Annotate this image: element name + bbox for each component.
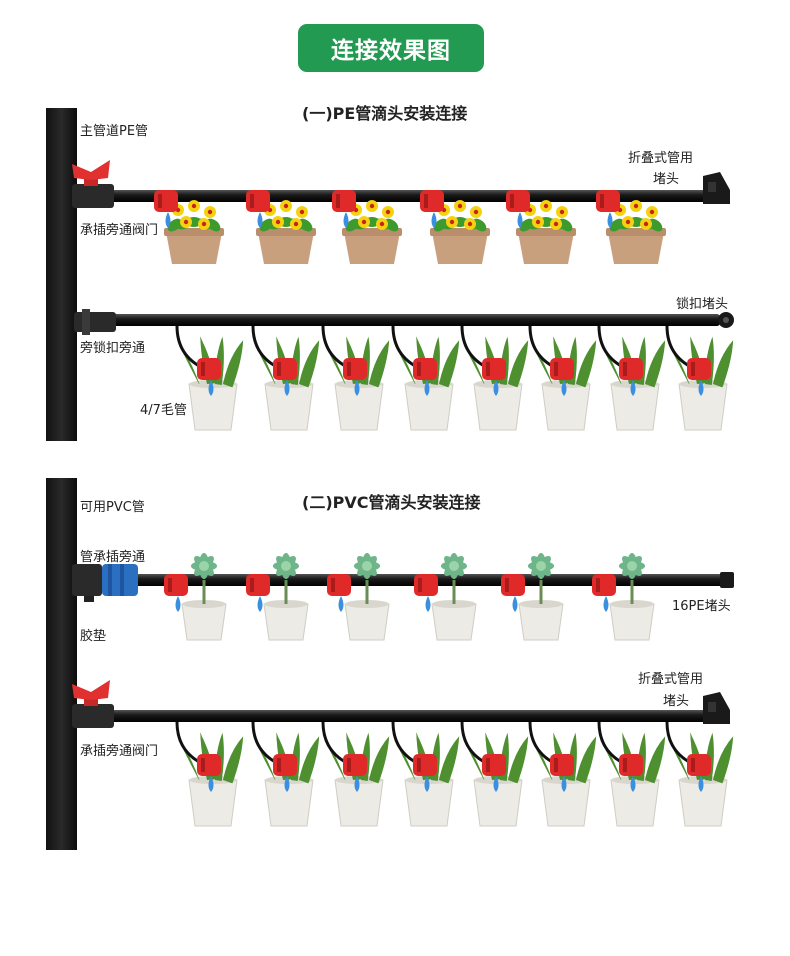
row3-plants bbox=[164, 553, 655, 641]
label-end-plug-2: 堵头 bbox=[653, 172, 680, 187]
snake-plant-pot-icon bbox=[177, 336, 244, 431]
flower-pot-icon bbox=[164, 200, 224, 264]
succulent-pot-icon bbox=[344, 553, 390, 641]
snake-plant-pot-icon bbox=[462, 732, 529, 827]
label-pvc-pipe: 可用PVC管 bbox=[80, 500, 145, 515]
dripper-icon bbox=[343, 754, 367, 792]
dripper-icon bbox=[501, 574, 525, 612]
dripper-icon bbox=[164, 574, 188, 612]
snake-plant-pot-icon bbox=[599, 336, 666, 431]
valve-icon bbox=[72, 160, 114, 208]
succulent-pot-icon bbox=[609, 553, 655, 641]
dripper-icon bbox=[273, 754, 297, 792]
label-lock-plug: 锁扣堵头 bbox=[676, 297, 729, 312]
row4-plants bbox=[175, 721, 734, 827]
label-end-plug-3: 折叠式管用 bbox=[638, 672, 704, 687]
section1-title: (一)PE管滴头安装连接 bbox=[302, 104, 468, 123]
label-main-pipe: 主管道PE管 bbox=[80, 124, 149, 139]
flower-pot-icon bbox=[430, 200, 490, 264]
dripper-icon bbox=[414, 574, 438, 612]
label-pipe-bypass: 管承插旁通 bbox=[80, 550, 146, 565]
snake-plant-pot-icon bbox=[393, 732, 460, 827]
page-title: 连接效果图 bbox=[298, 24, 484, 72]
snake-plant-pot-icon bbox=[530, 336, 597, 431]
row2-plants bbox=[175, 325, 734, 431]
label-pe-plug: 16PE堵头 bbox=[672, 599, 731, 614]
row4-pipe bbox=[110, 710, 718, 722]
main-pipe-2 bbox=[46, 478, 77, 850]
snake-plant-pot-icon bbox=[253, 336, 320, 431]
lock-plug-icon bbox=[718, 312, 734, 328]
dripper-icon bbox=[482, 358, 506, 396]
dripper-icon bbox=[687, 358, 711, 396]
label-bypass-valve: 承插旁通阀门 bbox=[80, 223, 159, 238]
snake-plant-pot-icon bbox=[667, 732, 734, 827]
dripper-icon bbox=[197, 754, 221, 792]
snake-plant-pot-icon bbox=[530, 732, 597, 827]
snake-plant-pot-icon bbox=[599, 732, 666, 827]
succulent-pot-icon bbox=[518, 553, 564, 641]
dripper-icon bbox=[273, 358, 297, 396]
dripper-icon bbox=[420, 190, 444, 228]
flower-pot-icon bbox=[256, 200, 316, 264]
dripper-icon bbox=[343, 358, 367, 396]
label-lock-bypass: 旁锁扣旁通 bbox=[80, 341, 146, 356]
main-pipe-1 bbox=[46, 108, 77, 441]
dripper-icon bbox=[550, 754, 574, 792]
end-plug-icon bbox=[703, 172, 730, 204]
label-bypass-valve-2: 承插旁通阀门 bbox=[80, 744, 159, 759]
dripper-icon bbox=[413, 358, 437, 396]
flower-pot-icon bbox=[516, 200, 576, 264]
section2-title: (二)PVC管滴头安装连接 bbox=[302, 493, 481, 512]
row2-pipe bbox=[112, 314, 720, 326]
label-gasket: 胶垫 bbox=[80, 629, 107, 644]
row1-plants bbox=[154, 190, 666, 264]
label-end-plug-1: 折叠式管用 bbox=[628, 151, 694, 166]
snake-plant-pot-icon bbox=[253, 732, 320, 827]
dripper-icon bbox=[506, 190, 530, 228]
snake-plant-pot-icon bbox=[323, 732, 390, 827]
pe-plug-icon bbox=[720, 572, 734, 588]
dripper-icon bbox=[482, 754, 506, 792]
snake-plant-pot-icon bbox=[177, 732, 244, 827]
label-end-plug-4: 堵头 bbox=[663, 694, 690, 709]
succulent-pot-icon bbox=[431, 553, 477, 641]
succulent-pot-icon bbox=[263, 553, 309, 641]
dripper-icon bbox=[154, 190, 178, 228]
flower-pot-icon bbox=[342, 200, 402, 264]
dripper-icon bbox=[413, 754, 437, 792]
dripper-icon bbox=[687, 754, 711, 792]
dripper-icon bbox=[332, 190, 356, 228]
snake-plant-pot-icon bbox=[393, 336, 460, 431]
lock-bypass-fitting bbox=[74, 309, 116, 335]
snake-plant-pot-icon bbox=[667, 336, 734, 431]
dripper-icon bbox=[592, 574, 616, 612]
dripper-icon bbox=[327, 574, 351, 612]
snake-plant-pot-icon bbox=[462, 336, 529, 431]
end-plug-icon bbox=[703, 692, 730, 724]
dripper-icon bbox=[246, 574, 270, 612]
dripper-icon bbox=[619, 358, 643, 396]
snake-plant-pot-icon bbox=[323, 336, 390, 431]
row1-pipe bbox=[110, 190, 718, 202]
succulent-pot-icon bbox=[181, 553, 227, 641]
dripper-icon bbox=[197, 358, 221, 396]
dripper-icon bbox=[596, 190, 620, 228]
dripper-icon bbox=[550, 358, 574, 396]
dripper-icon bbox=[619, 754, 643, 792]
pipe-bypass-fitting bbox=[72, 564, 138, 602]
label-capillary: 4/7毛管 bbox=[140, 403, 187, 418]
dripper-icon bbox=[246, 190, 270, 228]
valve-icon bbox=[72, 680, 114, 728]
